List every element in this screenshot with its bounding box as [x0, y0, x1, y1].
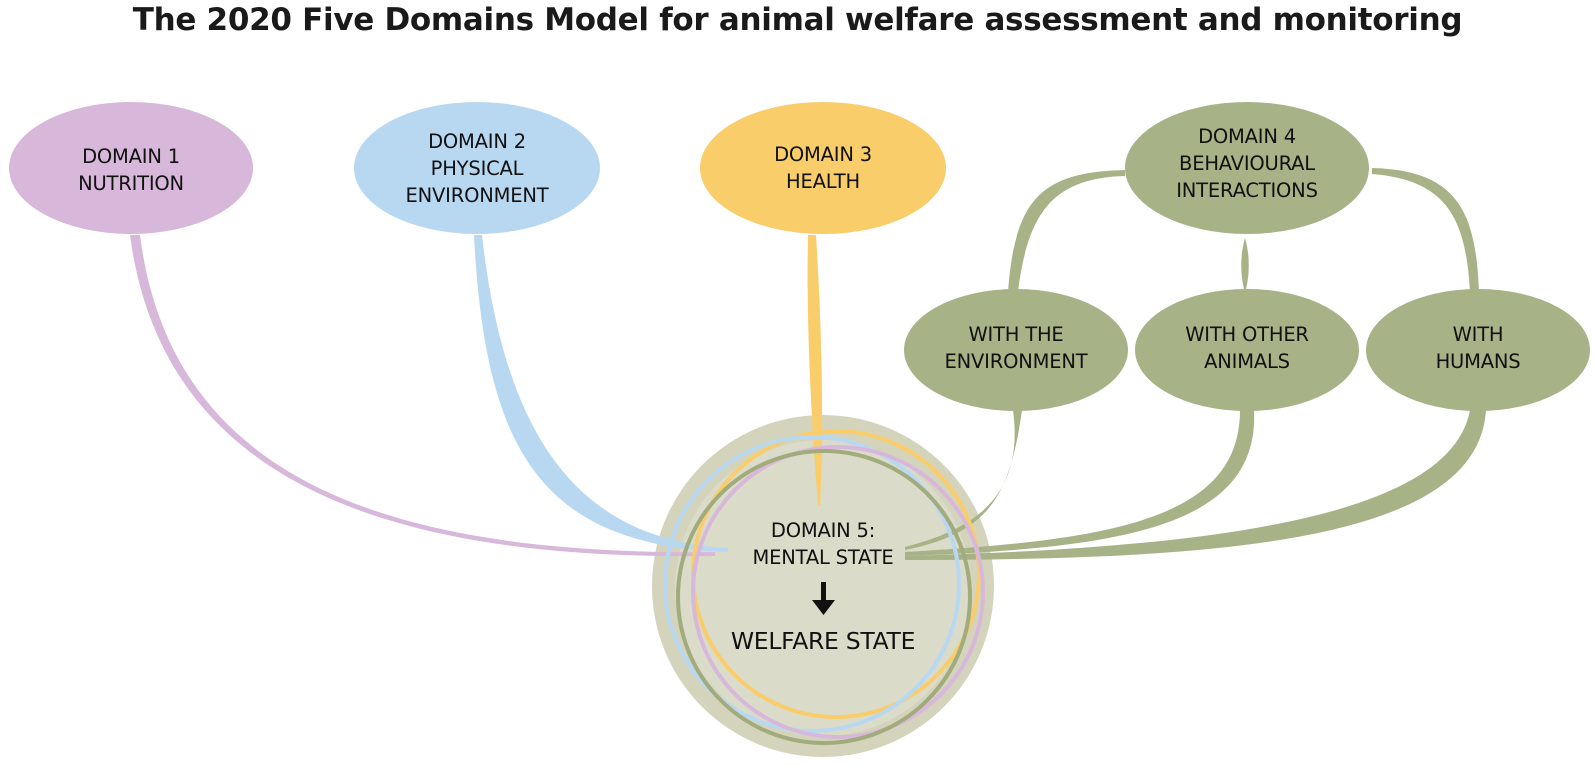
connector-domain2 [474, 235, 728, 552]
connector-domain4-to-environment [1008, 170, 1125, 292]
with-animals-label-line2: ANIMALS [1204, 350, 1290, 373]
node-with-animals-ellipse [1135, 289, 1359, 411]
with-humans-label-line2: HUMANS [1436, 350, 1521, 373]
domain4-label-line2: BEHAVIOURAL [1179, 152, 1315, 175]
with-environment-label-line1: WITH THE [968, 323, 1063, 346]
domain3-label-line2: HEALTH [786, 170, 860, 193]
connector-domain4-to-humans [1372, 168, 1479, 292]
connector-humans-to-domain5 [905, 410, 1486, 560]
domain2-label-line2: PHYSICAL [431, 157, 524, 180]
node-domain3-ellipse [700, 102, 946, 234]
with-animals-label-line1: WITH OTHER [1185, 323, 1309, 346]
domain2-label-line1: DOMAIN 2 [428, 130, 526, 153]
ring-physical-environment [663, 435, 961, 733]
ring-nutrition [691, 445, 985, 739]
node-with-environment-ellipse [904, 289, 1128, 411]
domain5-label-line2: MENTAL STATE [753, 546, 894, 569]
node-with-humans-ellipse [1366, 289, 1590, 411]
domain4-label-line1: DOMAIN 4 [1198, 125, 1296, 148]
connector-animals-to-domain5 [905, 410, 1255, 556]
connector-domain1 [130, 235, 715, 557]
node-domain1-ellipse [9, 102, 253, 234]
domain1-label-line2: NUTRITION [78, 172, 184, 195]
domain3-label-line1: DOMAIN 3 [774, 143, 872, 166]
domain5-label-line1: DOMAIN 5: [771, 519, 875, 542]
domain1-label-line1: DOMAIN 1 [82, 145, 180, 168]
domain2-label-line3: ENVIRONMENT [406, 184, 549, 207]
with-humans-label-line1: WITH [1453, 323, 1504, 346]
connector-domain4-to-animals [1241, 238, 1249, 293]
page-title: The 2020 Five Domains Model for animal w… [132, 2, 1463, 38]
with-environment-label-line2: ENVIRONMENT [945, 350, 1088, 373]
node-domain4-ellipse [1125, 102, 1369, 234]
down-arrow-icon [812, 582, 835, 615]
ring-behaviour [676, 449, 972, 745]
domain4-label-line3: INTERACTIONS [1176, 179, 1318, 202]
welfare-state-label: WELFARE STATE [731, 627, 915, 655]
node-domain2-ellipse [354, 102, 600, 234]
